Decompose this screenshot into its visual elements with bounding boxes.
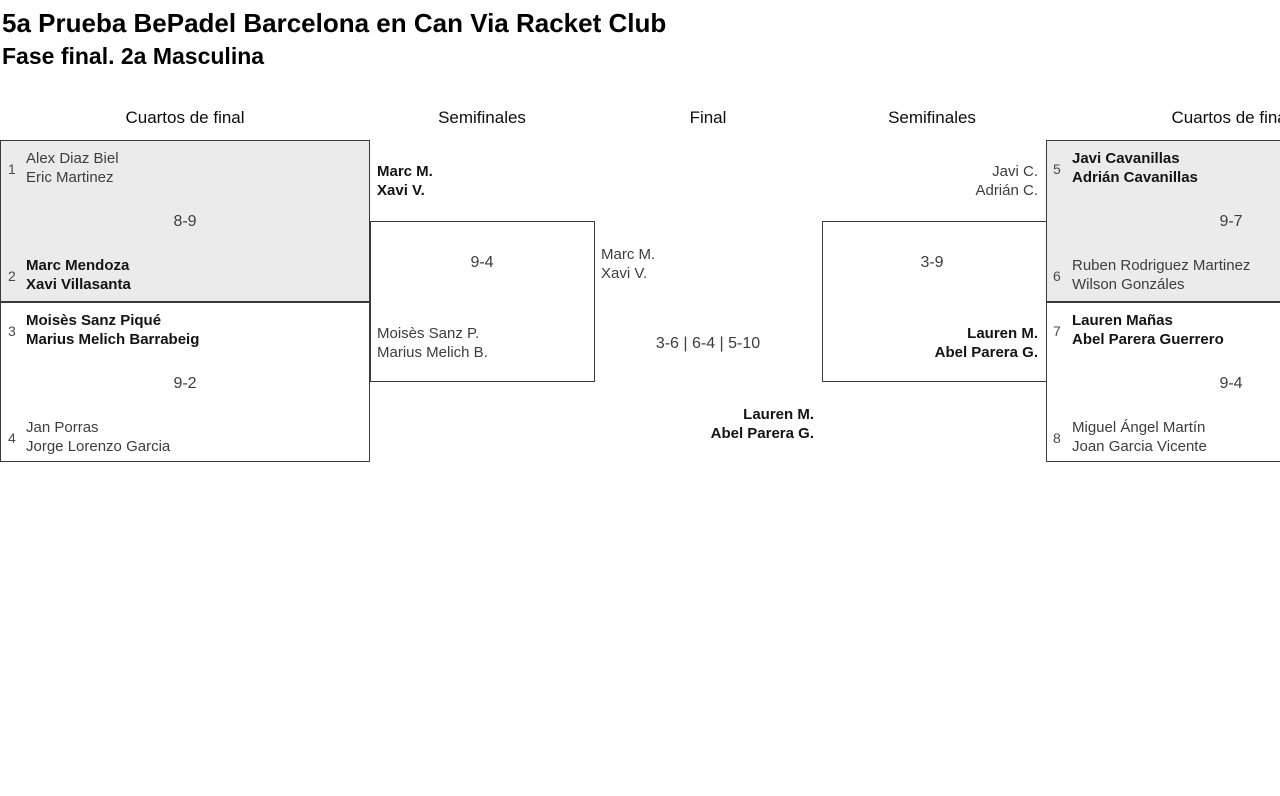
player-name: Abel Parera Guerrero — [1072, 331, 1224, 348]
match-box-qf-left-1[interactable] — [0, 140, 370, 302]
team-sf-left-a: Marc M. Xavi V. — [377, 162, 433, 200]
round-header-quarters-right: Cuartos de final — [1171, 108, 1280, 127]
team-qf-right-1-b: Ruben Rodriguez Martinez Wilson Gonzáles — [1072, 256, 1250, 294]
player-name: Marius Melich B. — [377, 344, 488, 361]
player-name: Alex Diaz Biel — [26, 150, 119, 167]
seed-number: 6 — [1053, 268, 1061, 284]
player-name: Miguel Ángel Martín — [1072, 419, 1206, 436]
player-name: Abel Parera G. — [710, 425, 814, 442]
player-name: Xavi V. — [601, 265, 648, 282]
page-subtitle: Fase final. 2a Masculina — [2, 43, 265, 69]
player-name: Adrián C. — [975, 182, 1038, 199]
match-box-sf-left[interactable] — [370, 221, 595, 382]
team-qf-left-1-a: Alex Diaz Biel Eric Martinez — [26, 149, 119, 187]
player-name: Xavi V. — [377, 182, 425, 199]
team-qf-right-2-a: Lauren Mañas Abel Parera Guerrero — [1072, 311, 1224, 349]
player-name: Marius Melich Barrabeig — [26, 331, 200, 348]
seed-number: 4 — [8, 430, 16, 446]
player-name: Javi C. — [992, 163, 1038, 180]
match-score: 9-4 — [1219, 375, 1243, 392]
player-name: Lauren Mañas — [1072, 312, 1173, 329]
player-name: Xavi Villasanta — [26, 276, 131, 293]
team-sf-right-a: Javi C. Adrián C. — [822, 162, 1038, 200]
match-score: 9-4 — [470, 254, 494, 271]
team-qf-left-2-a: Moisès Sanz Piqué Marius Melich Barrabei… — [26, 311, 199, 349]
round-header-quarters-left: Cuartos de final — [125, 108, 245, 127]
team-sf-left-b: Moisès Sanz P. Marius Melich B. — [377, 324, 488, 362]
page-title: 5a Prueba BePadel Barcelona en Can Via R… — [2, 8, 667, 38]
player-name: Marc M. — [377, 163, 433, 180]
match-box-qf-right-1[interactable] — [1046, 140, 1280, 302]
player-name: Moisès Sanz Piqué — [26, 312, 162, 329]
match-score: 3-9 — [920, 254, 944, 271]
match-box-sf-right[interactable] — [822, 221, 1047, 382]
seed-number: 5 — [1053, 161, 1061, 177]
match-score: 3-6 | 6-4 | 5-10 — [655, 335, 761, 352]
round-header-semis-right: Semifinales — [888, 108, 976, 127]
player-name: Marc Mendoza — [26, 257, 130, 274]
round-header-final: Final — [689, 108, 727, 127]
seed-number: 1 — [8, 161, 16, 177]
player-name: Marc M. — [601, 246, 656, 263]
team-final-a: Marc M. Xavi V. — [601, 245, 655, 283]
player-name: Adrián Cavanillas — [1072, 169, 1198, 186]
player-name: Eric Martinez — [26, 169, 114, 186]
seed-number: 8 — [1053, 430, 1061, 446]
match-box-qf-left-2[interactable] — [0, 302, 370, 462]
team-qf-right-2-b: Miguel Ángel Martín Joan Garcia Vicente — [1072, 418, 1207, 456]
player-name: Lauren M. — [743, 406, 814, 423]
player-name: Joan Garcia Vicente — [1072, 438, 1207, 455]
player-name: Lauren M. — [967, 325, 1038, 342]
team-qf-left-2-b: Jan Porras Jorge Lorenzo Garcia — [26, 418, 170, 456]
seed-number: 7 — [1053, 323, 1061, 339]
match-score: 9-7 — [1219, 213, 1243, 230]
team-sf-right-b: Lauren M. Abel Parera G. — [822, 324, 1038, 362]
team-final-champion: Lauren M. Abel Parera G. — [601, 405, 814, 443]
player-name: Abel Parera G. — [934, 344, 1038, 361]
round-header-semis-left: Semifinales — [438, 108, 526, 127]
seed-number: 2 — [8, 268, 16, 284]
match-box-qf-right-2[interactable] — [1046, 302, 1280, 462]
match-score: 8-9 — [173, 213, 197, 230]
player-name: Javi Cavanillas — [1072, 150, 1180, 167]
match-score: 9-2 — [173, 375, 197, 392]
player-name: Ruben Rodriguez Martinez — [1072, 257, 1251, 274]
seed-number: 3 — [8, 323, 16, 339]
player-name: Jorge Lorenzo Garcia — [26, 438, 171, 455]
player-name: Moisès Sanz P. — [377, 325, 480, 342]
player-name: Jan Porras — [26, 419, 99, 436]
player-name: Wilson Gonzáles — [1072, 276, 1185, 293]
team-qf-right-1-a: Javi Cavanillas Adrián Cavanillas — [1072, 149, 1198, 187]
team-qf-left-1-b: Marc Mendoza Xavi Villasanta — [26, 256, 131, 294]
